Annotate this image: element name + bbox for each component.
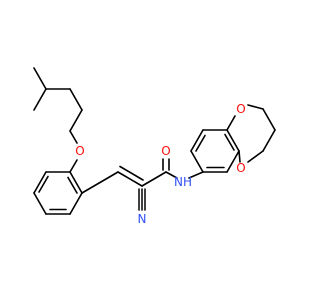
bond-dioxane-4 xyxy=(262,129,276,152)
bond-ring-b-inner-2 xyxy=(224,133,235,151)
bond-vinyl-double-inner xyxy=(119,165,144,181)
bond-ring-b-inner-1 xyxy=(195,134,206,152)
nitrile-nitrogen-label: N xyxy=(138,212,147,226)
amide-nh-label: NH xyxy=(174,175,192,189)
bond-dioxane-6 xyxy=(238,150,241,163)
bond-ring-b-1 xyxy=(190,150,204,173)
bond-oxygen-to-ring xyxy=(69,159,78,173)
bond-nh-to-ring xyxy=(188,171,204,179)
bond-ring-a-3 xyxy=(33,192,47,215)
bond-ring-a-5 xyxy=(69,192,83,215)
bond-ring-a-inner-3 xyxy=(67,176,78,194)
bond-ring-a-2 xyxy=(33,171,47,194)
bond-ch2-to-oxygen xyxy=(69,130,78,144)
bond-vinyl-double-outer xyxy=(117,171,143,187)
bond-chain-middle xyxy=(69,88,83,111)
bond-ring-to-vinyl xyxy=(81,171,119,194)
bond-dioxane-1 xyxy=(226,115,236,131)
molecule-structure: O O N NH O O xyxy=(33,67,276,226)
bond-chain-methyl-2 xyxy=(33,88,47,111)
dioxane-oxygen-top-label: O xyxy=(236,102,245,116)
bond-chain-methyl-1 xyxy=(33,67,47,90)
bond-chain-to-ch2 xyxy=(69,109,83,132)
bond-ring-a-6 xyxy=(69,171,83,194)
bond-dioxane-3 xyxy=(262,108,276,131)
bond-dioxane-5 xyxy=(247,150,264,163)
dioxane-oxygen-bottom-label: O xyxy=(236,161,245,175)
amide-oxygen-label: O xyxy=(161,144,170,158)
bond-carbonyl-to-nh xyxy=(165,171,178,179)
bond-vinyl-to-carbonyl xyxy=(141,171,167,187)
bond-dioxane-2 xyxy=(247,104,264,110)
ether-oxygen-label: O xyxy=(75,144,84,158)
bond-ring-b-5 xyxy=(226,150,240,173)
bond-ring-b-4 xyxy=(226,129,240,152)
bond-ring-b-2 xyxy=(190,129,204,152)
bond-ring-a-inner-1 xyxy=(38,175,49,193)
